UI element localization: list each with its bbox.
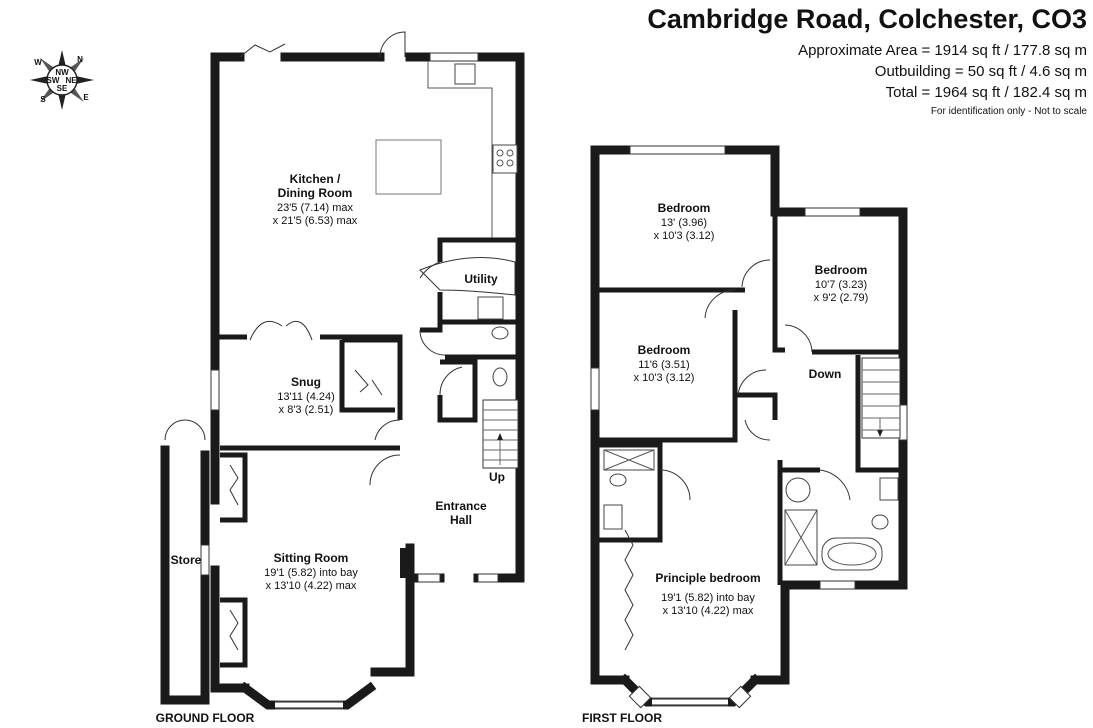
utility-label: Utility xyxy=(464,272,498,286)
principal-bedroom-dim-1: 19'1 (5.82) into bay xyxy=(661,592,755,604)
bedroom-2-dim-2: x 9'2 (2.79) xyxy=(814,292,869,304)
compass-label-ne: NE xyxy=(65,76,77,85)
compass-label-w: W xyxy=(34,58,42,67)
stairs-down-label: Down xyxy=(809,367,842,381)
bedroom-3-dim-2: x 10'3 (3.12) xyxy=(634,372,695,384)
kitchen-dim-2: x 21'5 (6.53) max xyxy=(273,215,358,227)
snug-dim-2: x 8'3 (2.51) xyxy=(279,404,334,416)
snug-dim-1: 13'11 (4.24) xyxy=(277,391,335,403)
bedroom-3-dim-1: 11'6 (3.51) xyxy=(638,359,689,371)
ground-floor-label: GROUND FLOOR xyxy=(156,711,255,725)
compass-label-se: SE xyxy=(57,84,68,93)
hall-label-2: Hall xyxy=(450,513,472,527)
first-floor-plan: Bedroom 13' (3.96) x 10'3 (3.12) Bedroom… xyxy=(582,145,908,725)
principal-bedroom-label: Principle bedroom xyxy=(655,571,760,585)
compass-label-nw: NW xyxy=(55,68,69,77)
sitting-room-dim-1: 19'1 (5.82) into bay xyxy=(264,567,358,579)
bedroom-2-dim-1: 10'7 (3.23) xyxy=(815,279,867,291)
compass-label-e: E xyxy=(83,93,89,102)
sitting-room-label: Sitting Room xyxy=(274,551,349,565)
disclaimer: For identification only - Not to scale xyxy=(930,106,1087,117)
compass-rose-icon: NW NE SE SW N E S W xyxy=(30,50,94,110)
kitchen-dim-1: 23'5 (7.14) max xyxy=(277,202,354,214)
kitchen-label-2: Dining Room xyxy=(278,186,353,200)
ground-floor-plan: Kitchen / Dining Room 23'5 (7.14) max x … xyxy=(156,31,525,725)
kitchen-label-1: Kitchen / xyxy=(290,172,341,186)
hall-label-1: Entrance xyxy=(435,499,487,513)
principal-bedroom-dim-2: x 13'10 (4.22) max xyxy=(663,605,754,617)
bedroom-2-label: Bedroom xyxy=(815,263,868,277)
compass-label-n: N xyxy=(77,55,83,64)
bedroom-1-dim-1: 13' (3.96) xyxy=(661,217,707,229)
approximate-area: Approximate Area = 1914 sq ft / 177.8 sq… xyxy=(798,42,1087,59)
first-floor-label: FIRST FLOOR xyxy=(582,711,662,725)
stairs-up-label: Up xyxy=(489,470,505,484)
outbuilding-area: Outbuilding = 50 sq ft / 4.6 sq m xyxy=(874,63,1087,80)
snug-label: Snug xyxy=(291,375,321,389)
page-title: Cambridge Road, Colchester, CO3 xyxy=(647,4,1087,34)
total-area: Total = 1964 sq ft / 182.4 sq m xyxy=(885,84,1087,101)
store-label: Store xyxy=(171,553,202,567)
sitting-room-dim-2: x 13'10 (4.22) max xyxy=(266,580,357,592)
bedroom-3-label: Bedroom xyxy=(638,343,691,357)
compass-label-sw: SW xyxy=(47,76,60,85)
compass-label-s: S xyxy=(40,95,46,104)
bedroom-1-label: Bedroom xyxy=(658,201,711,215)
bedroom-1-dim-2: x 10'3 (3.12) xyxy=(654,230,715,242)
